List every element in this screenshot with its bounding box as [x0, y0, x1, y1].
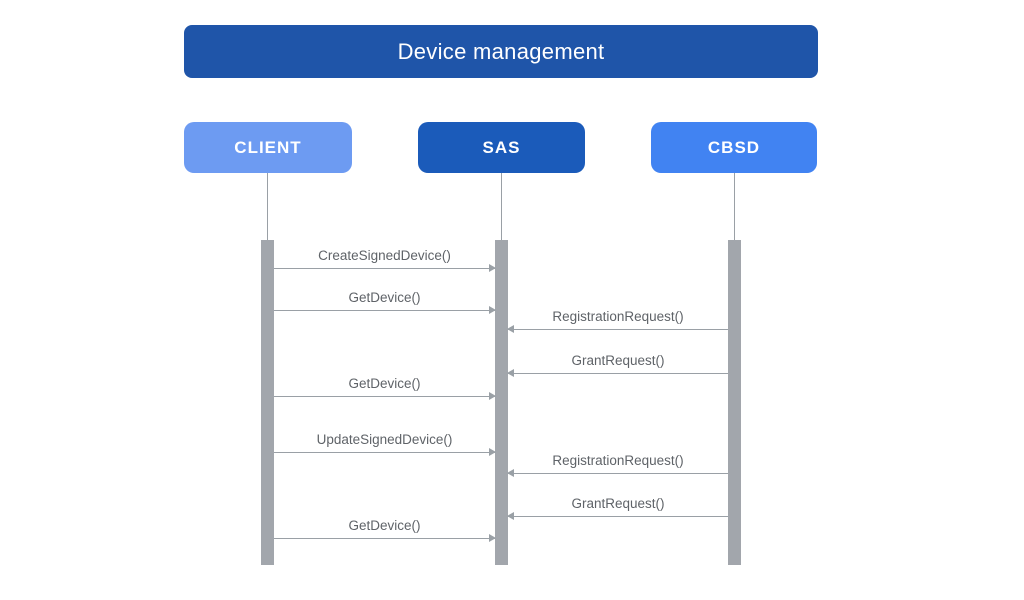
actor-sas: SAS [418, 122, 585, 173]
arrowhead-icon [507, 325, 514, 333]
arrowhead-icon [489, 392, 496, 400]
activation-bar-client [261, 240, 274, 565]
message: CreateSignedDevice() [274, 248, 496, 272]
message-label: GetDevice() [348, 376, 421, 391]
message-line [507, 369, 728, 377]
message-label: GrantRequest() [571, 353, 665, 368]
message-line [274, 392, 496, 400]
arrowhead-icon [507, 369, 514, 377]
activation-bar-sas [495, 240, 508, 565]
message-label: GetDevice() [348, 518, 421, 533]
message-line [507, 325, 728, 333]
lifeline-cbsd [734, 173, 735, 240]
message: RegistrationRequest() [507, 453, 728, 477]
arrowhead-icon [489, 306, 496, 314]
arrowhead-icon [507, 469, 514, 477]
message-line [507, 469, 728, 477]
arrowhead-icon [489, 264, 496, 272]
activation-bar-cbsd [728, 240, 741, 565]
message: GrantRequest() [507, 496, 728, 520]
message: GetDevice() [274, 518, 496, 542]
message-label: CreateSignedDevice() [318, 248, 451, 263]
message-label: RegistrationRequest() [552, 309, 684, 324]
message-label: GrantRequest() [571, 496, 665, 511]
message-line [274, 534, 496, 542]
lifeline-sas [501, 173, 502, 240]
actor-cbsd: CBSD [651, 122, 817, 173]
message-label: UpdateSignedDevice() [316, 432, 453, 447]
message: UpdateSignedDevice() [274, 432, 496, 456]
message-line [274, 306, 496, 314]
message-label: GetDevice() [348, 290, 421, 305]
message: RegistrationRequest() [507, 309, 728, 333]
message-label: RegistrationRequest() [552, 453, 684, 468]
actor-sas-label: SAS [482, 137, 521, 157]
message: GetDevice() [274, 290, 496, 314]
lifeline-client [267, 173, 268, 240]
arrowhead-icon [489, 448, 496, 456]
message-line [274, 448, 496, 456]
actor-cbsd-label: CBSD [707, 137, 761, 157]
arrowhead-icon [507, 512, 514, 520]
diagram-title: Device management [397, 38, 605, 64]
arrowhead-icon [489, 534, 496, 542]
actor-client-label: CLIENT [234, 137, 302, 157]
diagram-title-banner: Device management [184, 25, 818, 78]
message-line [274, 264, 496, 272]
message: GetDevice() [274, 376, 496, 400]
message-line [507, 512, 728, 520]
actor-client: CLIENT [184, 122, 352, 173]
message: GrantRequest() [507, 353, 728, 377]
